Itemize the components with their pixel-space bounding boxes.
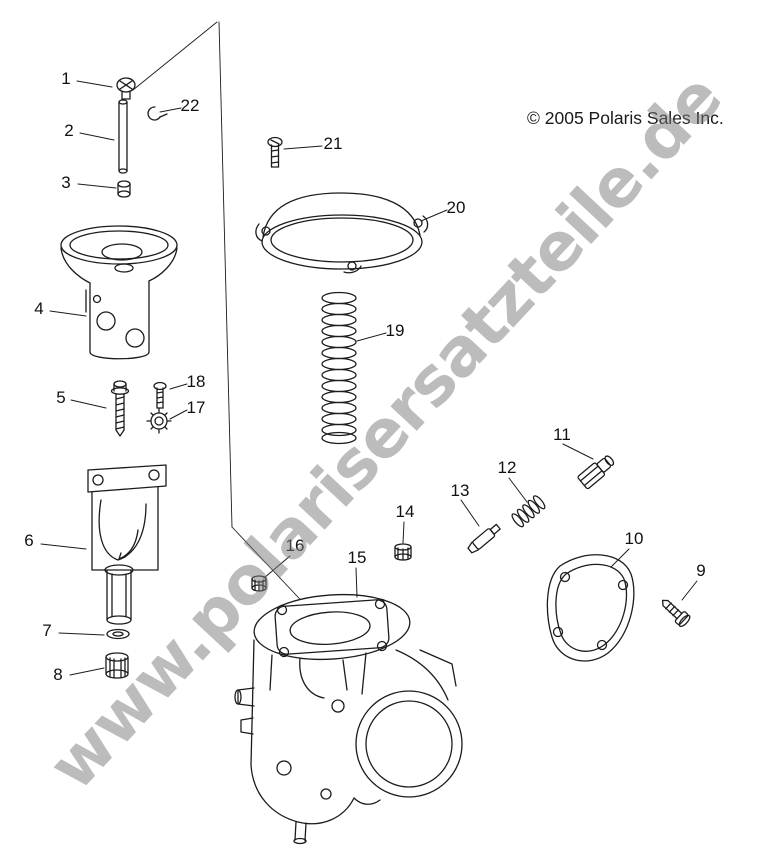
assembly-axis-lines bbox=[132, 21, 313, 613]
part-7-washer-drawing bbox=[106, 628, 130, 640]
part-1-needle-screw-drawing bbox=[116, 77, 136, 100]
part-10-gasket-drawing bbox=[546, 554, 635, 662]
part-4-diaphragm-slide-drawing bbox=[60, 225, 178, 360]
part-22-clip-drawing bbox=[147, 106, 168, 121]
callout-label-3: 3 bbox=[61, 173, 71, 192]
part-21-screw-drawing bbox=[267, 136, 283, 168]
callout-label-11: 11 bbox=[553, 425, 571, 444]
callout-label-17: 17 bbox=[186, 398, 206, 417]
part-3-collar-drawing bbox=[117, 180, 131, 198]
callout-label-4: 4 bbox=[34, 299, 44, 318]
callout-label-22: 22 bbox=[180, 96, 200, 115]
part-16-plug-drawing bbox=[251, 575, 267, 592]
part-9-screw-drawing bbox=[661, 599, 691, 628]
callout-label-21: 21 bbox=[323, 134, 343, 153]
part-6-float-assembly-drawing bbox=[87, 464, 167, 625]
callout-label-16: 16 bbox=[285, 536, 305, 555]
part-17-lock-nut-drawing bbox=[146, 408, 172, 434]
callout-label-10: 10 bbox=[624, 529, 644, 548]
callout-label-18: 18 bbox=[186, 372, 206, 391]
callout-label-2: 2 bbox=[64, 121, 74, 140]
callout-label-19: 19 bbox=[385, 321, 405, 340]
callout-label-9: 9 bbox=[696, 561, 706, 580]
callout-label-15: 15 bbox=[347, 548, 367, 567]
callout-label-20: 20 bbox=[446, 198, 466, 217]
callout-label-1: 1 bbox=[61, 69, 71, 88]
part-12-spring-drawing bbox=[511, 495, 546, 528]
callout-label-6: 6 bbox=[24, 531, 34, 550]
part-8-plug-drawing bbox=[105, 652, 129, 679]
copyright-notice: © 2005 Polaris Sales Inc. bbox=[527, 108, 724, 128]
part-11-fitting-drawing bbox=[577, 455, 615, 490]
part-15-carburetor-body-drawing bbox=[234, 593, 463, 845]
callout-label-14: 14 bbox=[395, 502, 415, 521]
part-20-cover-drawing bbox=[255, 192, 429, 274]
callout-label-13: 13 bbox=[450, 481, 470, 500]
callout-label-5: 5 bbox=[56, 388, 66, 407]
part-18-screw-drawing bbox=[153, 381, 167, 409]
part-13-valve-drawing bbox=[467, 523, 501, 554]
part-19-spring-drawing bbox=[321, 291, 357, 445]
callout-label-7: 7 bbox=[42, 621, 52, 640]
callout-label-12: 12 bbox=[497, 458, 517, 477]
part-14-nut-drawing bbox=[394, 543, 412, 561]
part-5-screw-drawing bbox=[110, 380, 130, 437]
part-2-needle-rod-drawing bbox=[118, 99, 128, 174]
callout-leader-lines bbox=[40, 80, 698, 676]
callout-label-8: 8 bbox=[53, 665, 63, 684]
